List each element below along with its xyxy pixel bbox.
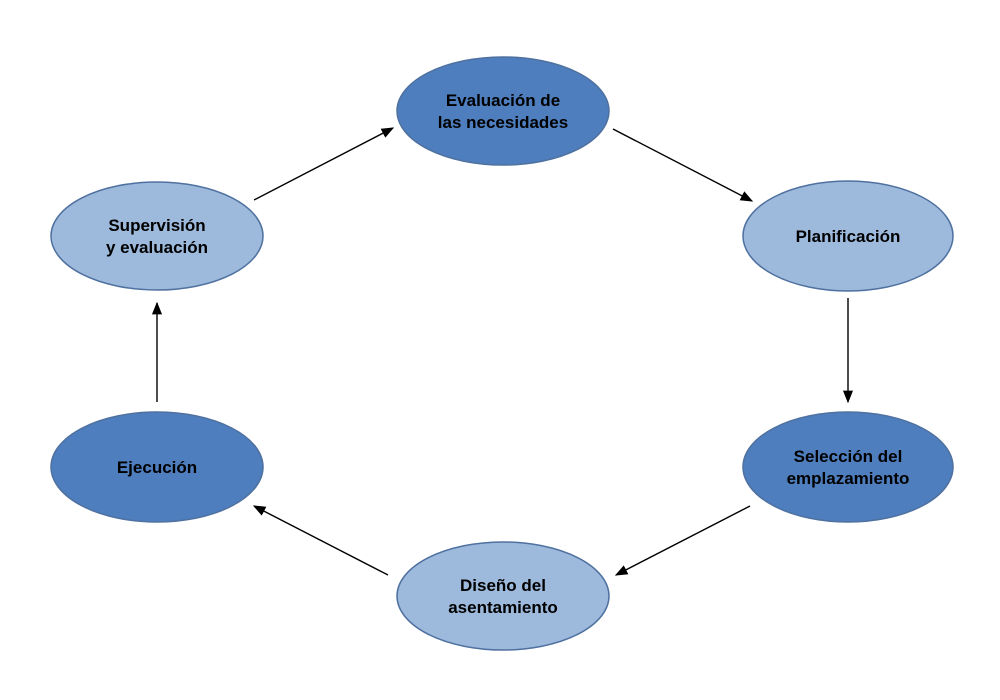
arrow-seleccion-emplazamiento-to-diseno-asentamiento [614, 505, 751, 576]
node-ellipse-planificacion [742, 180, 954, 292]
nodes-layer: Evaluación de las necesidadesPlanificació… [50, 56, 954, 651]
node-label-seleccion-emplazamiento-line-2: emplazamiento [787, 469, 910, 488]
node-ellipse-diseno-asentamiento [396, 541, 610, 651]
node-supervision-evaluacion: Supervisión y evaluación [50, 181, 264, 291]
node-evaluacion-necesidades: Evaluación de las necesidades [396, 56, 610, 166]
node-label-supervision-evaluacion-line-1: Supervisión [108, 216, 205, 235]
node-ellipse-ejecucion [50, 411, 264, 523]
node-label-evaluacion-necesidades-line-1: Evaluación de [446, 91, 560, 110]
node-label-planificacion-line-1: Planificación [796, 227, 901, 246]
node-label-evaluacion-necesidades-line-2: las necesidades [438, 113, 568, 132]
node-seleccion-emplazamiento: Selección del emplazamiento [742, 411, 954, 523]
node-ejecucion: Ejecución [50, 411, 264, 523]
node-ellipse-evaluacion-necesidades [396, 56, 610, 166]
edges-layer [151, 127, 854, 576]
node-planificacion: Planificación [742, 180, 954, 292]
node-label-diseno-asentamiento-line-2: asentamiento [448, 598, 558, 617]
arrow-diseno-asentamiento-to-ejecucion [252, 505, 389, 576]
arrow-evaluacion-necesidades-to-planificacion [612, 128, 754, 202]
node-label-seleccion-emplazamiento-line-1: Selección del [794, 447, 903, 466]
node-label-supervision-evaluacion-line-2: y evaluación [106, 238, 208, 257]
node-label-ejecucion-line-1: Ejecución [117, 458, 197, 477]
node-ellipse-supervision-evaluacion [50, 181, 264, 291]
arrow-supervision-evaluacion-to-evaluacion-necesidades [253, 127, 395, 201]
node-ellipse-seleccion-emplazamiento [742, 411, 954, 523]
node-label-diseno-asentamiento-line-1: Diseño del [460, 576, 546, 595]
node-diseno-asentamiento: Diseño del asentamiento [396, 541, 610, 651]
